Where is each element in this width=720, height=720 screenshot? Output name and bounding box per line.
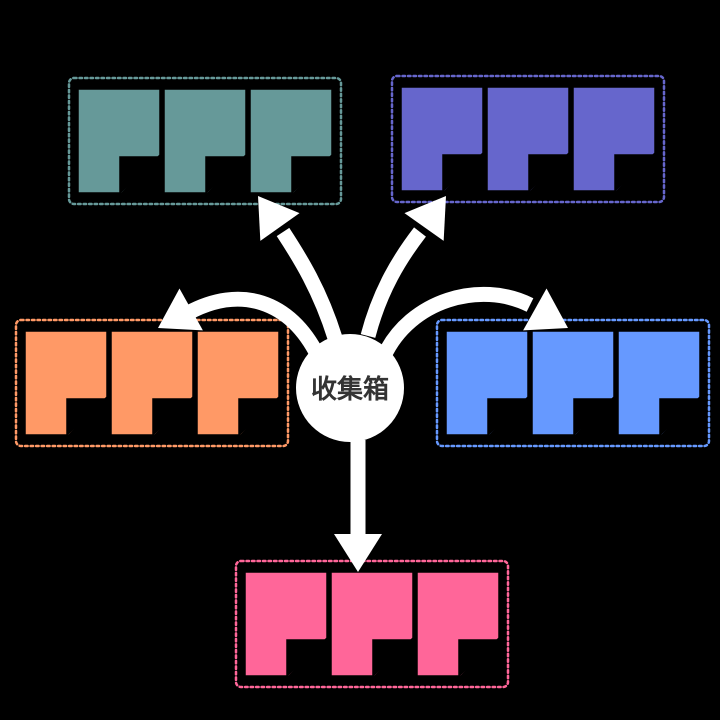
group-frame (234, 559, 510, 689)
hub-label: 收集箱 (311, 374, 389, 405)
hub: 收集箱 (296, 334, 404, 442)
document-group-pink (234, 559, 510, 689)
arrow-to-teal (258, 196, 343, 341)
document-icon (617, 330, 702, 437)
group-frame (67, 76, 343, 206)
arrow-to-blue (377, 286, 568, 360)
document-icon (249, 88, 334, 195)
arrow-to-orange (158, 288, 325, 360)
arrow-to-pink (334, 440, 382, 572)
group-frame (390, 74, 666, 204)
document-icon (330, 571, 415, 678)
document-icon (163, 88, 248, 195)
arrows (158, 196, 568, 572)
document-group-teal (67, 76, 343, 206)
document-icon (110, 330, 195, 437)
document-icon (196, 330, 281, 437)
document-icon (531, 330, 616, 437)
document-group-purple (390, 74, 666, 204)
document-icon (400, 86, 485, 193)
document-icon (572, 86, 657, 193)
document-icon (244, 571, 329, 678)
document-icon (445, 330, 530, 437)
hub-circle (296, 334, 404, 442)
document-icon (416, 571, 501, 678)
document-icon (77, 88, 162, 195)
group-frame (435, 318, 711, 448)
arrow-to-purple (360, 196, 446, 338)
document-group-orange (14, 318, 290, 448)
group-frame (14, 318, 290, 448)
document-icon (486, 86, 571, 193)
document-groups (14, 74, 711, 689)
document-icon (24, 330, 109, 437)
document-group-blue (435, 318, 711, 448)
